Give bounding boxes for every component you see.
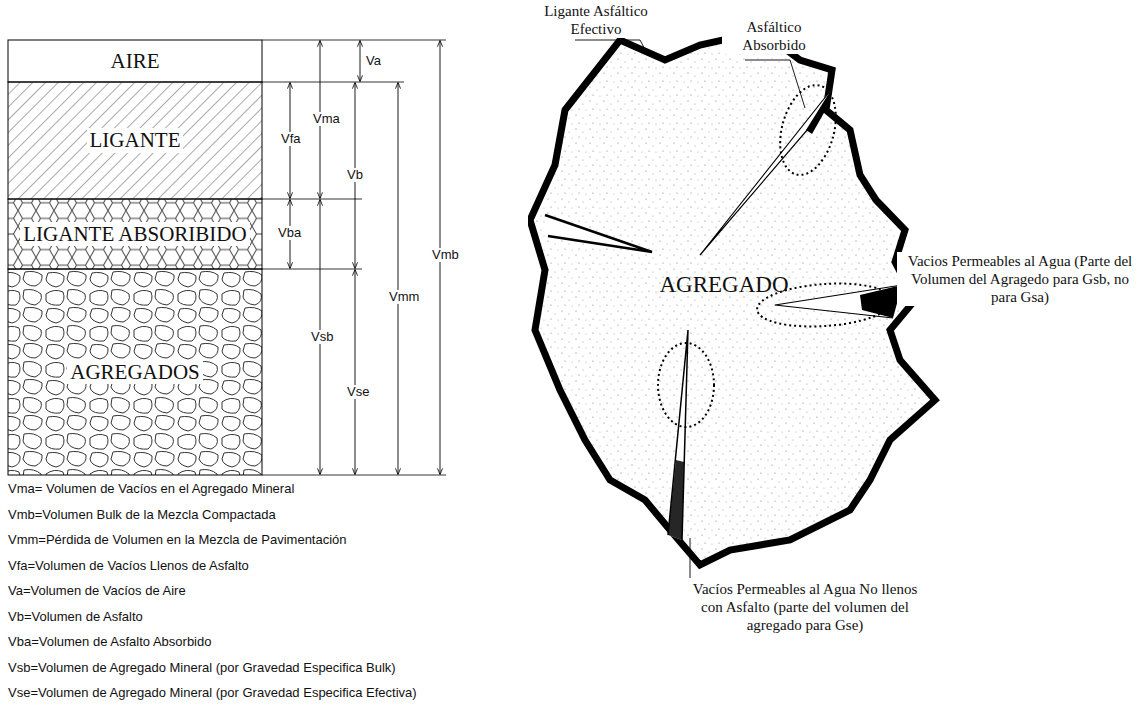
dimension-label: Va bbox=[365, 54, 382, 68]
callout-label: Asfáltico Absorbido bbox=[722, 18, 826, 54]
dimension-label: Vmb bbox=[431, 248, 460, 262]
aggregate-phase-box: AGREGADOS bbox=[8, 269, 262, 475]
air-phase-box: AIRE bbox=[8, 40, 262, 82]
phase-label: LIGANTE ABSORIBIDO bbox=[20, 222, 249, 246]
phase-label: AGREGADO bbox=[656, 272, 791, 298]
phase-label: LIGANTE bbox=[87, 128, 184, 152]
dimension-label: Vmm bbox=[388, 290, 420, 304]
definition-note: Vse=Volumen de Agregado Mineral (por Gra… bbox=[8, 685, 417, 701]
callout-label: Vacios Permeables al Agua (Parte del Vol… bbox=[897, 252, 1143, 306]
callout-label: Vacíos Permeables al Agua No llenos con … bbox=[688, 580, 922, 634]
definition-note: Vsb=Volumen de Agregado Mineral (por Gra… bbox=[8, 660, 396, 676]
definition-note: Vfa=Volumen de Vacíos Llenos de Asfalto bbox=[8, 558, 249, 574]
definition-note: Vmm=Pérdida de Volumen en la Mezcla de P… bbox=[8, 532, 347, 548]
absorbed-binder-box: LIGANTE ABSORIBIDO bbox=[8, 199, 262, 269]
dimension-label: Vfa bbox=[280, 132, 302, 146]
callout-label: Ligante Asfáltico Efectivo bbox=[540, 2, 652, 38]
aggregate-particle-outline bbox=[528, 28, 940, 576]
definition-note: Vb=Volumen de Asfalto bbox=[8, 609, 143, 625]
definition-note: Vba=Volumen de Asfalto Absorbido bbox=[8, 634, 211, 650]
dimension-label: Vse bbox=[346, 385, 370, 399]
aggregate-particle: AGREGADO bbox=[528, 28, 940, 576]
definition-note: Vmb=Volumen Bulk de la Mezcla Compactada bbox=[8, 507, 276, 523]
phase-label: AIRE bbox=[108, 49, 163, 73]
binder-phase-box: LIGANTE bbox=[8, 82, 262, 199]
definition-note: Va=Volumen de Vacíos de Aire bbox=[8, 583, 186, 599]
dimension-label: Vba bbox=[277, 226, 302, 240]
definition-note: Vma= Volumen de Vacíos en el Agregado Mi… bbox=[8, 481, 294, 497]
phase-label: AGREGADOS bbox=[67, 360, 203, 384]
dimension-label: Vsb bbox=[310, 330, 334, 344]
dimension-label: Vma bbox=[312, 112, 341, 126]
dimension-label: Vb bbox=[346, 168, 364, 182]
